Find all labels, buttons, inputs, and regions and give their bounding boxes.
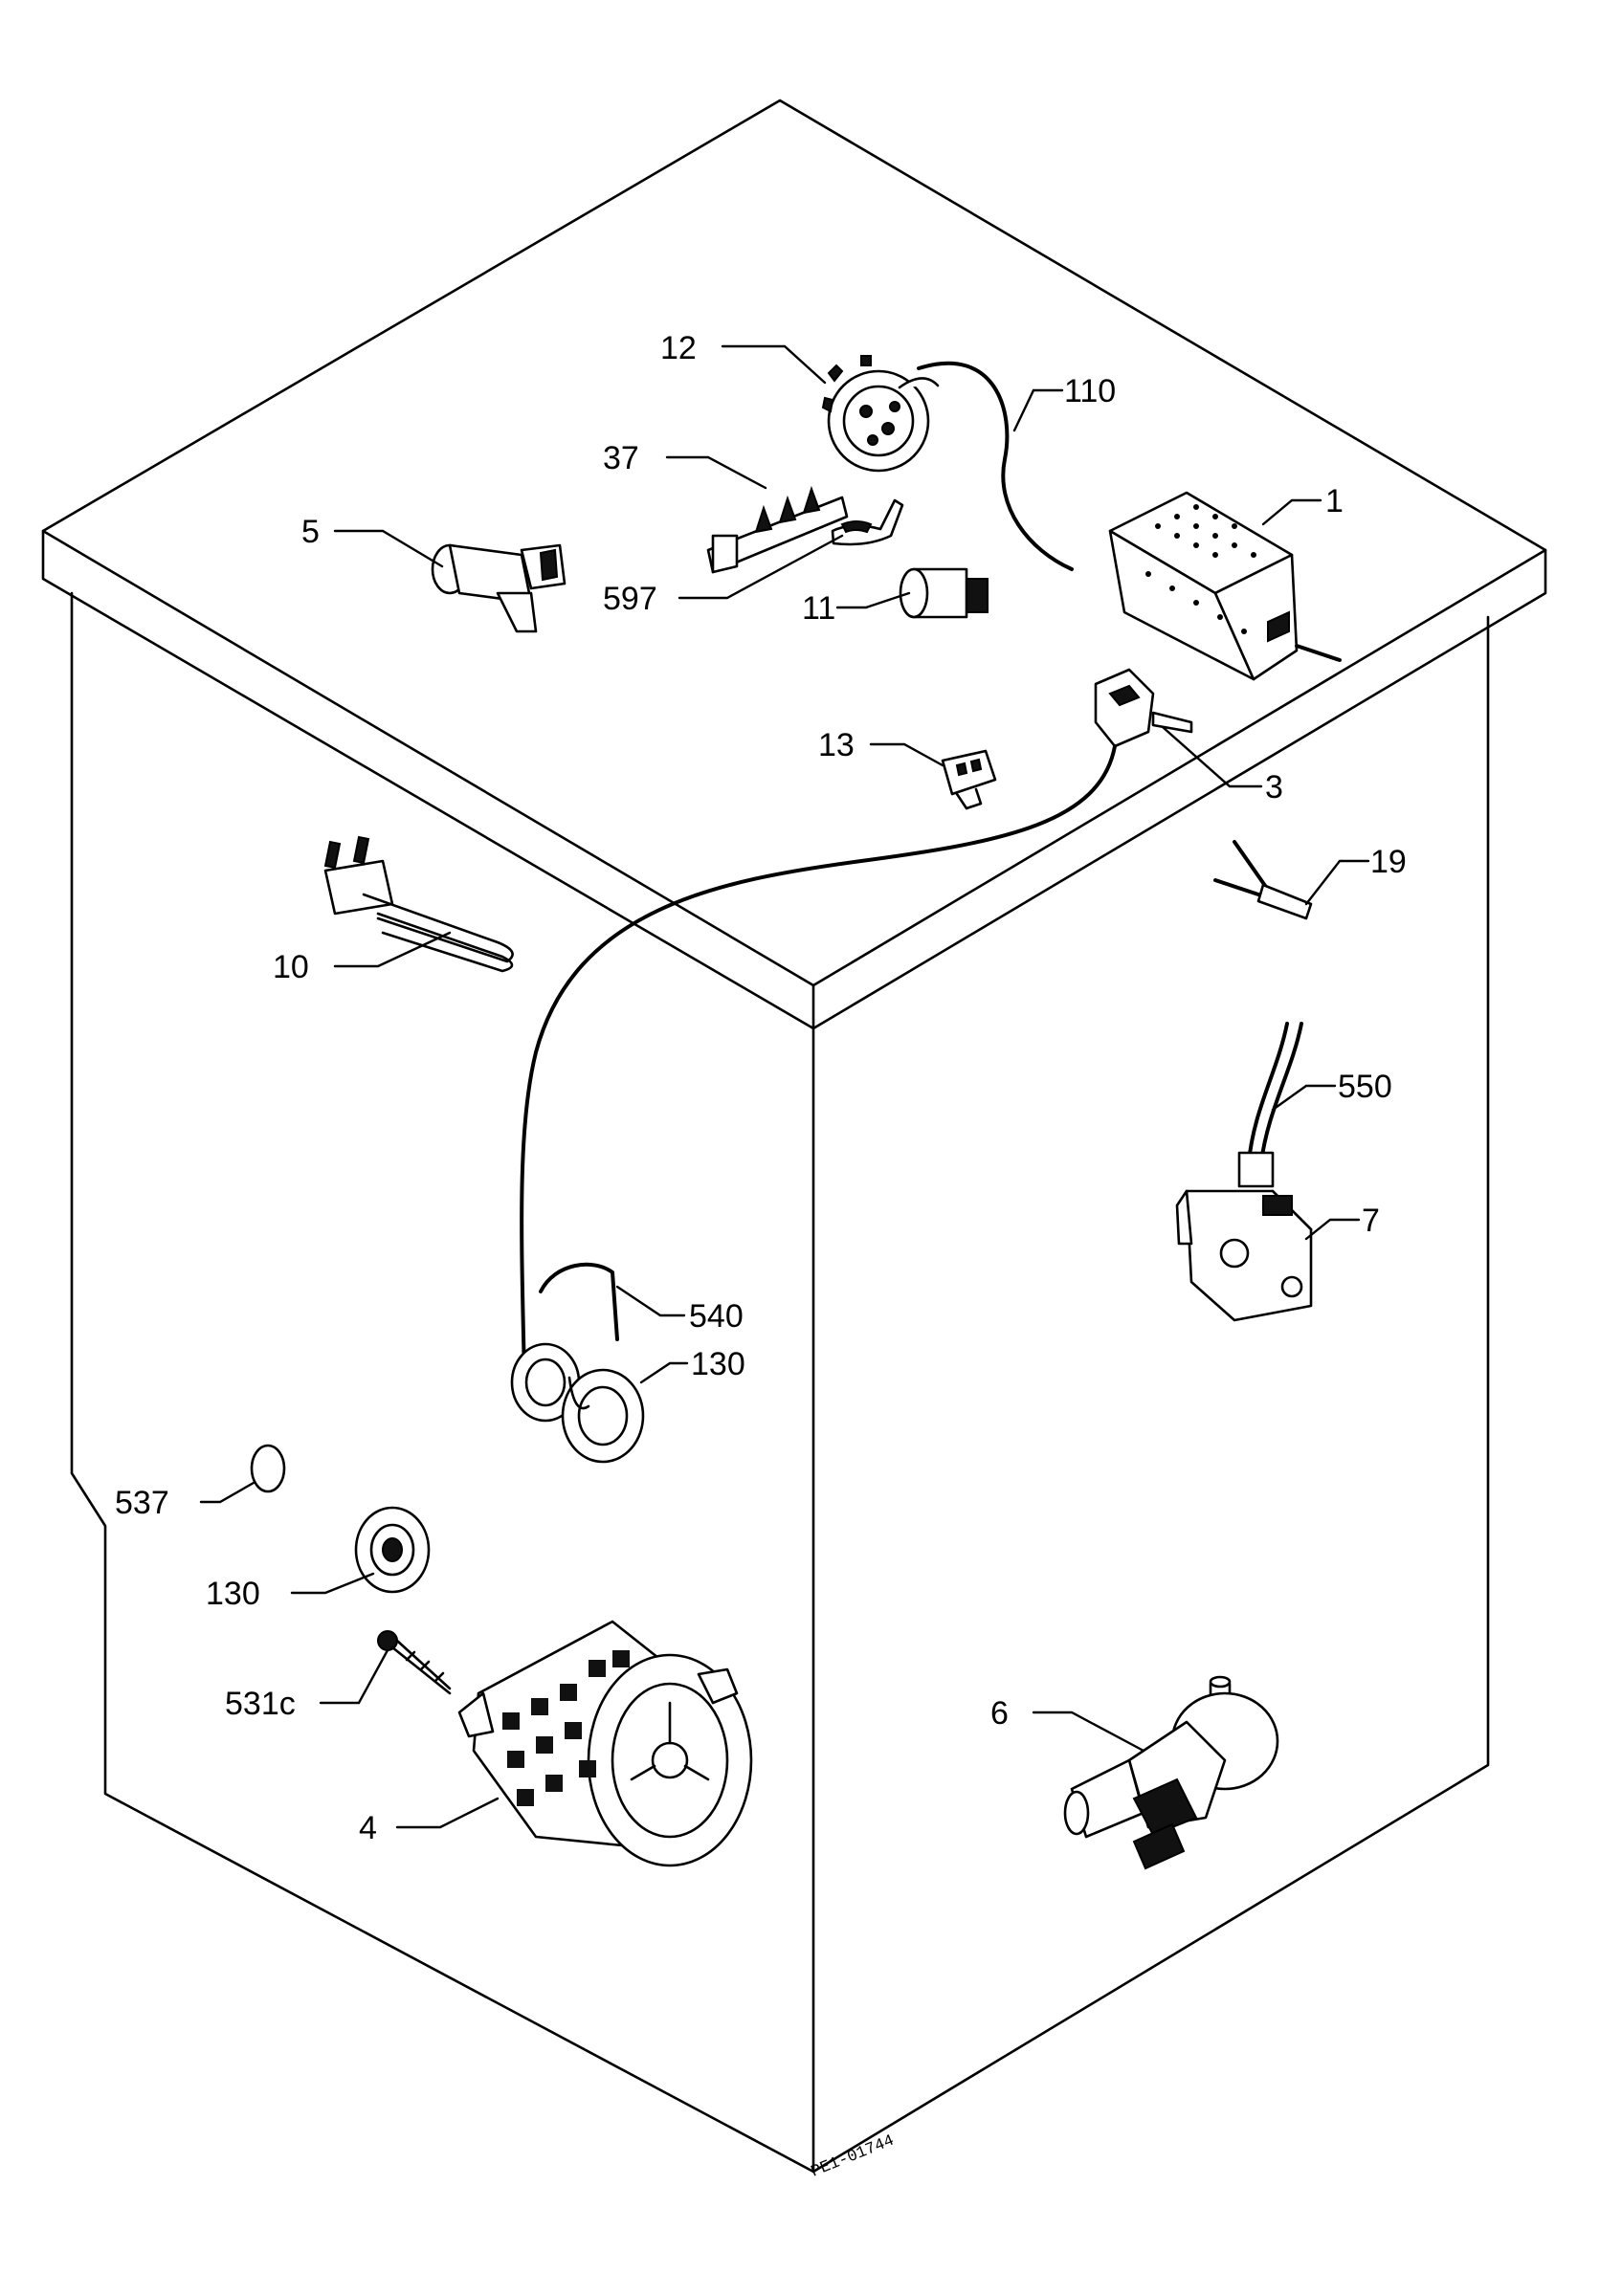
cabinet-right-side [811,615,1490,2174]
part-3-switch [1094,668,1193,748]
leader-lines [199,344,1370,1829]
part-5-valve [431,543,567,633]
callout-110: 110 [1064,373,1116,409]
callout-19: 19 [1370,844,1407,880]
callout-12: 12 [660,330,697,366]
callout-3: 3 [1265,769,1283,806]
callout-540: 540 [689,1298,744,1335]
part-130b-bearing [354,1506,431,1594]
part-550-harness [1237,1022,1303,1188]
part-3-cable [520,744,1117,1380]
part-12-selector [821,355,940,473]
part-1-electronic-module [1108,491,1342,681]
callout-130a: 130 [691,1346,745,1382]
part-7-door-lock [1175,1189,1313,1322]
callout-10: 10 [273,949,309,985]
drawing-code: PE1-01744 [809,2132,897,2182]
callout-597: 597 [603,581,657,617]
callout-531c: 531c [225,1686,296,1722]
callout-37: 37 [603,440,639,476]
callout-537: 537 [115,1485,169,1521]
part-540-tie [539,1262,619,1341]
callout-550: 550 [1338,1069,1392,1105]
part-6-pump [1063,1675,1279,1870]
part-19-sensor [1213,840,1313,920]
callout-130b: 130 [206,1576,260,1612]
callout-6: 6 [990,1695,1009,1732]
part-10-heater [323,835,514,973]
part-4-motor [457,1620,753,1867]
cabinet-left-side [70,591,815,2174]
part-597-clip [831,498,904,546]
cabinet-top [41,99,1547,987]
part-11-capacitor [899,567,989,619]
part-110-hose [917,361,1074,571]
callout-labels: 12 110 37 1 5 597 11 13 3 19 10 550 7 54… [115,330,1407,1846]
callout-11: 11 [802,590,835,627]
callout-4: 4 [359,1810,377,1846]
callout-13: 13 [818,727,855,763]
cabinet-top-front-edge [41,529,815,1030]
part-37-terminal-strip [706,485,849,574]
cabinet [41,99,1547,2174]
part-13-connector [941,749,997,810]
callout-7: 7 [1362,1203,1380,1239]
part-130a-bellows [510,1342,645,1464]
part-531c-screw [377,1630,452,1695]
callout-1: 1 [1325,483,1344,519]
cabinet-top-right-edge [811,548,1547,1030]
part-537-plug [250,1444,286,1493]
callout-5: 5 [301,514,320,550]
